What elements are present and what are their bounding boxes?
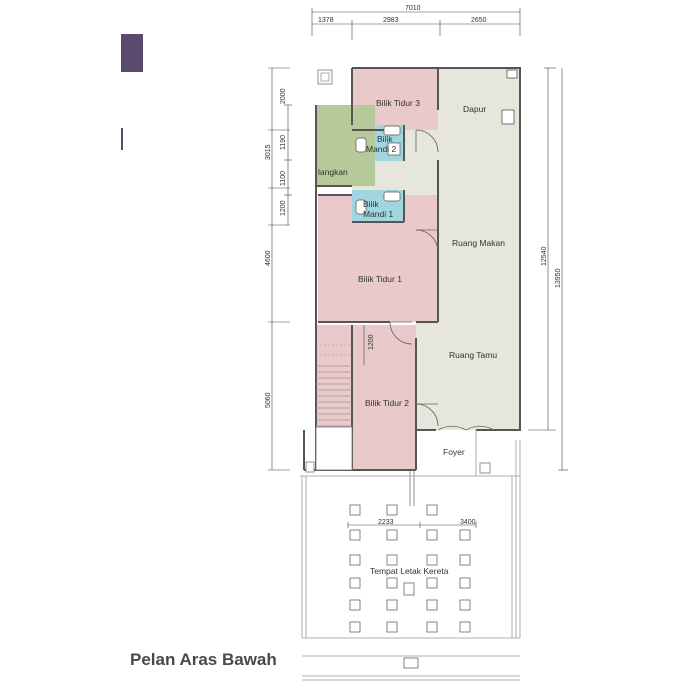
room-foyer: [416, 430, 476, 470]
room-ruang-tamu-ext: [416, 322, 438, 430]
dim-parking-2233: 2233: [378, 519, 394, 526]
room-stair-area: [316, 325, 352, 427]
dim-right-13950: 13950: [555, 268, 562, 288]
label-langkan: langkan: [318, 167, 348, 177]
brand-marker: [121, 34, 143, 72]
kitchen-sink-icon: [501, 109, 515, 125]
label-bilik-tidur-3: Bilik Tidur 3: [376, 98, 420, 108]
label-dapur: Dapur: [463, 104, 486, 114]
dim-left-1190: 1190: [280, 135, 287, 150]
shower-icon: [387, 142, 401, 156]
dim-parking-3400: 3400: [460, 519, 476, 526]
toilet-icon: [355, 199, 367, 215]
label-foyer: Foyer: [443, 447, 465, 457]
langkan-planter-icon: [317, 69, 333, 85]
label-tempat-letak-kereta: Tempat Letak Kereta: [370, 566, 449, 576]
brand-marker-line: [121, 128, 123, 150]
plan-title: Pelan Aras Bawah: [130, 650, 277, 669]
label-ruang-tamu: Ruang Tamu: [449, 350, 497, 360]
dim-right-12540: 12540: [541, 246, 548, 266]
dim-left-2000: 2000: [280, 88, 287, 104]
stair-base: [315, 426, 353, 471]
toilet-icon: [355, 137, 367, 153]
label-bilik-tidur-2: Bilik Tidur 2: [365, 398, 409, 408]
label-bilik-mandi-2-line2: Mandi 2: [366, 144, 397, 154]
dim-left-5060: 5060: [265, 392, 272, 408]
sink-icon: [383, 125, 401, 136]
dim-top-1: 1378: [318, 17, 334, 24]
sink-icon: [383, 191, 401, 202]
dim-top-3: 2650: [471, 17, 487, 24]
dim-left-4600: 4600: [265, 250, 272, 266]
dim-left-1200b: 1200: [368, 334, 375, 350]
room-dapur-area: [438, 68, 520, 430]
label-ruang-makan: Ruang Makan: [452, 238, 505, 248]
foyer-step: [479, 462, 491, 474]
room-bilik-tidur-2: [352, 325, 416, 470]
dim-top-total: 7010: [405, 5, 421, 12]
gate-post: [305, 461, 315, 473]
dim-top-2: 2983: [383, 17, 399, 24]
label-bilik-mandi-2-line1: Bilik: [377, 134, 393, 144]
kitchen-corner-icon: [506, 69, 518, 79]
dim-left-1100: 1100: [280, 171, 287, 186]
dim-left-1200a: 1200: [280, 200, 287, 216]
label-bilik-mandi-1-line2: Mandi 1: [363, 209, 394, 219]
dim-left-3015: 3015: [265, 144, 272, 160]
langkan-planter-inner: [320, 72, 330, 82]
label-bilik-mandi-1-line1: Bilik: [363, 199, 379, 209]
label-bilik-tidur-1: Bilik Tidur 1: [358, 274, 402, 284]
